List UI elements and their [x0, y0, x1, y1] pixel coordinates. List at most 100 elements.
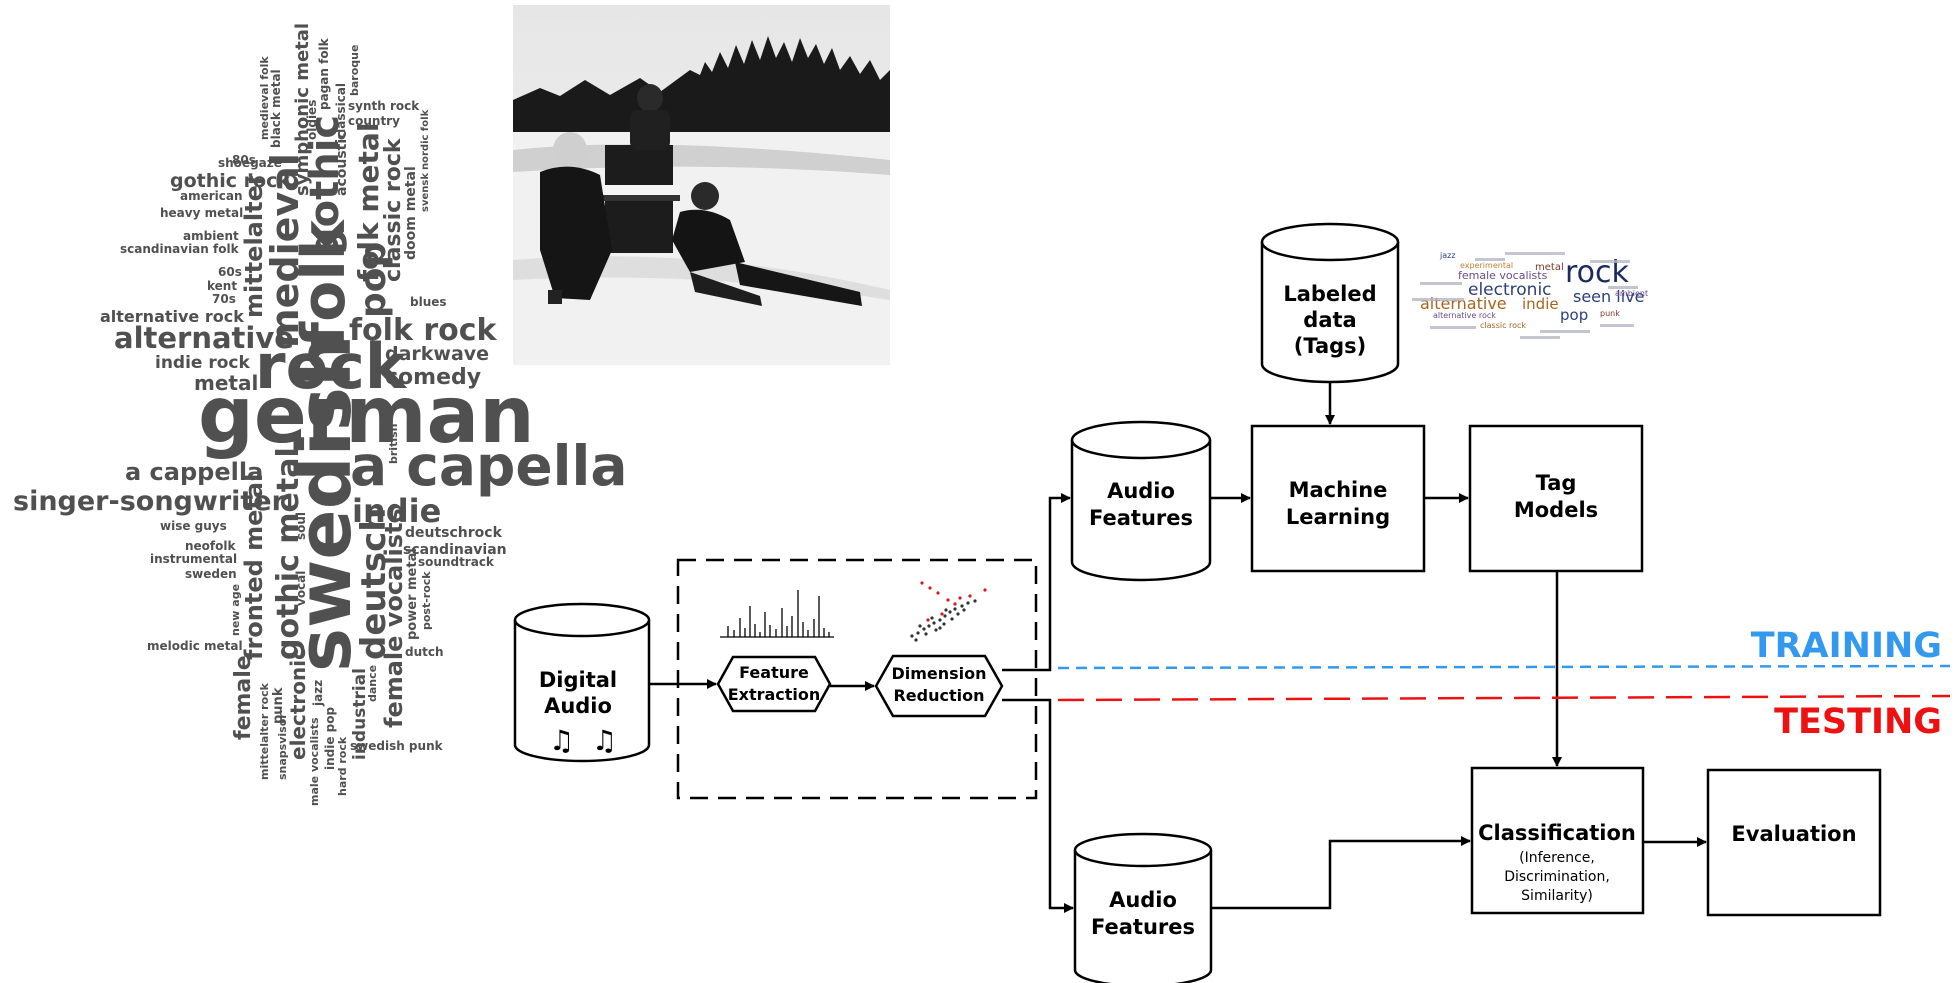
tag-wise-guys: wise guys: [160, 519, 227, 533]
tag-post-rock: post-rock: [420, 571, 433, 630]
digital-audio-cylinder: [513, 602, 651, 763]
tag-models-label-1: Tag: [1536, 471, 1577, 495]
tag-soundtrack: soundtrack: [418, 555, 495, 569]
tag-indie-rock: indie rock: [155, 353, 251, 373]
tag-male-vocalists: male vocalists: [308, 717, 321, 806]
tag-singer-songwriter: singer-songwriter: [13, 486, 286, 517]
tag-symphonic-metal: symphonic metal: [292, 23, 313, 196]
band-photo: [513, 5, 890, 365]
tag-melodic-metal: melodic metal: [147, 639, 243, 653]
tag-medieval: medieval: [263, 153, 307, 348]
tag-cloud: german rock a capella alternative folk r…: [13, 23, 627, 806]
tag-power-metal: power metal: [405, 548, 420, 640]
small-tag-alternative-rock: alternative rock: [1433, 311, 1496, 320]
tag-comedy: comedy: [385, 365, 481, 390]
audio-features-test-label-1: Audio: [1109, 888, 1177, 912]
arrow-reduction-to-test-features: [1002, 698, 1074, 913]
tag-gothic: gothic: [302, 115, 348, 256]
tag-pop: pop: [353, 242, 394, 318]
tag-synth-rock: synth rock: [348, 99, 420, 113]
tag-darkwave: darkwave: [385, 343, 489, 365]
tag-80s: 80s: [232, 153, 256, 167]
tag-punk: punk: [271, 687, 286, 724]
tag-female-vocalists: female vocalists: [380, 508, 408, 728]
small-tag-classic-rock: classic rock: [1480, 321, 1526, 330]
training-separator-line: [1057, 664, 1951, 670]
tag-industrial: industrial: [350, 668, 370, 760]
tag-kent: kent: [207, 279, 237, 293]
small-tag-indie: indie: [1522, 295, 1559, 313]
audio-features-train-label-2: Features: [1089, 506, 1193, 530]
tag-dance: dance: [366, 665, 379, 702]
training-label: TRAINING: [1751, 626, 1942, 666]
classification-detail-2: Discrimination,: [1504, 869, 1610, 885]
tag-electronic: electronic: [286, 648, 310, 760]
tag-british: british: [387, 424, 400, 464]
tag-gothic-rock: gothic rock: [170, 170, 290, 192]
tag-sweden: sweden: [185, 567, 237, 581]
tag-scandinavian-folk: scandinavian folk: [120, 242, 240, 256]
tag-indie-pop: indie pop: [323, 706, 337, 770]
music-notes-icon: ♫ ♫: [549, 724, 617, 757]
digital-audio-label-2: Audio: [544, 694, 612, 718]
audio-features-test-cylinder: [1073, 832, 1213, 983]
machine-learning-label-1: Machine: [1289, 478, 1388, 502]
tag-mittelalter: mittelalter: [240, 173, 268, 318]
tag-a-cappella: a cappella: [125, 458, 263, 486]
spectrum-icon: [720, 590, 834, 638]
tag-svensk: svensk: [420, 173, 431, 212]
tag-black-metal: black metal: [269, 69, 283, 148]
tag-deutschrock: deutschrock: [405, 525, 503, 541]
tag-models-box: [1468, 424, 1644, 573]
classification-detail-1: (Inference,: [1519, 850, 1595, 866]
feature-extraction-label-1: Feature: [739, 663, 809, 682]
arrow-reduction-to-train-features: [1002, 493, 1071, 672]
arrow-test-features-to-classification: [1211, 836, 1471, 910]
evaluation-box: [1706, 768, 1882, 917]
dimension-reduction-label-2: Reduction: [893, 686, 984, 705]
small-tag-metal: metal: [1535, 262, 1564, 273]
audio-features-train-label-1: Audio: [1107, 479, 1175, 503]
tag-swedish-punk: swedish punk: [350, 739, 444, 753]
tag-oldies: oldies: [305, 100, 319, 140]
tag-a-capella: a capella: [350, 434, 627, 498]
tag-heavy-metal: heavy metal: [160, 206, 243, 220]
labeled-data-label-2: data: [1303, 308, 1356, 332]
tag-german: german: [198, 371, 535, 461]
tag-60s: 60s: [218, 265, 242, 279]
pipeline-diagram: [513, 222, 1951, 983]
scatter-icon: [910, 581, 987, 642]
tag-snapsvisor: snapsvisor: [276, 713, 289, 780]
tag-doom-metal: doom metal: [403, 166, 419, 260]
small-tag-cloud: rock electronic alternative indie seen l…: [1412, 251, 1648, 339]
preprocessing-box: [676, 558, 1038, 800]
tag-pagan-folk: pagan folk: [317, 37, 331, 110]
tag-fronted-metal: fronted metal: [240, 474, 268, 660]
tag-medieval-folk: medieval folk: [258, 56, 271, 140]
small-tag-pop: pop: [1560, 306, 1588, 324]
small-tag-experimental: experimental: [1460, 261, 1513, 270]
tag-metal: metal: [194, 371, 258, 395]
tag-scandinavian: scandinavian: [403, 542, 507, 558]
evaluation-label: Evaluation: [1731, 822, 1856, 846]
tag-blues: blues: [410, 295, 447, 309]
tag-hard-rock: hard rock: [336, 736, 349, 796]
labeled-data-label-1: Labeled: [1283, 282, 1376, 306]
tag-soul: soul: [294, 512, 308, 540]
small-tag-jazz: jazz: [1439, 251, 1456, 260]
machine-learning-label-2: Learning: [1286, 505, 1390, 529]
tag-nordic-folk: nordic folk: [420, 109, 431, 170]
tag-dutch: dutch: [405, 645, 444, 659]
feature-extraction-label-2: Extraction: [728, 685, 821, 704]
tag-female: female: [231, 655, 256, 740]
tag-mittelalter-rock: mittelalter rock: [258, 682, 271, 780]
tag-shoegaze: shoegaze: [218, 156, 282, 170]
tag-indie: indie: [352, 492, 441, 530]
tag-baroque: baroque: [348, 45, 361, 96]
audio-features-train-cylinder: [1070, 420, 1212, 582]
small-tag-electronic: electronic: [1468, 280, 1552, 300]
tag-models-label-2: Models: [1514, 498, 1598, 522]
tag-classical: classical: [334, 83, 348, 140]
tag-folk: folk: [289, 218, 359, 348]
tag-alternative-rock: alternative rock: [100, 307, 244, 326]
